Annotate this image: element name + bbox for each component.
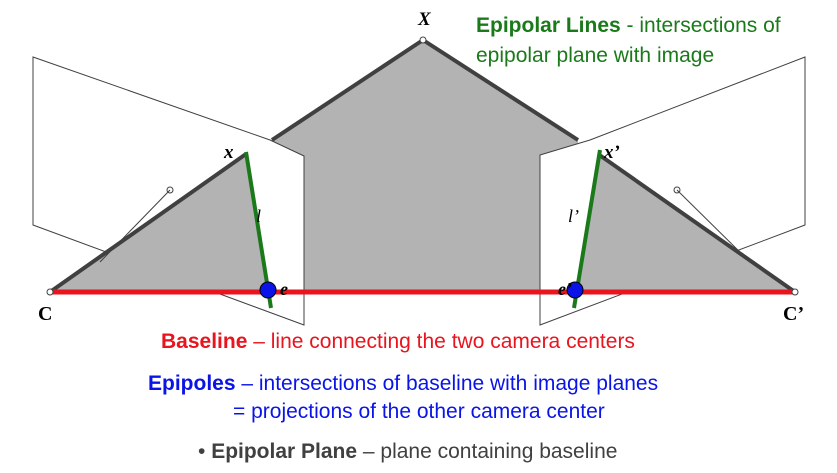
- label-l: l: [256, 206, 261, 226]
- epipole-right: [566, 281, 584, 299]
- caption-epipolar-plane-text: – plane containing baseline: [357, 440, 618, 463]
- caption-baseline-heading: Baseline: [161, 330, 248, 353]
- label-C: C: [38, 303, 52, 325]
- caption-epipoles: Epipoles – intersections of baseline wit…: [148, 373, 658, 394]
- caption-epipolar-plane-heading: Epipolar Plane: [211, 440, 358, 463]
- caption-epipolar-plane: • Epipolar Plane – plane containing base…: [198, 441, 617, 462]
- point-C-prime: [791, 288, 799, 296]
- ray-edge-right: [421, 38, 580, 142]
- caption-epipoles-second: = projections of the other camera center: [233, 401, 605, 422]
- label-X: X: [417, 9, 432, 30]
- epipolar-line-right: [572, 149, 602, 309]
- label-l-prime: l’: [568, 206, 579, 226]
- caption-epipoles-heading: Epipoles: [148, 372, 236, 395]
- left-axis-line: [99, 189, 171, 263]
- caption-epipolar-lines-second: epipolar plane with image: [476, 45, 714, 66]
- caption-epipolar-plane-bullet: •: [198, 440, 212, 463]
- label-e-prime: e’: [558, 279, 572, 299]
- point-C: [46, 288, 54, 296]
- caption-epipolar-lines-line1: - intersections of: [620, 14, 781, 37]
- caption-epipoles-line1: – intersections of baseline with image p…: [235, 372, 659, 395]
- label-e: e: [280, 279, 288, 299]
- right-ray-edge: [596, 152, 797, 294]
- point-X: [419, 36, 427, 44]
- caption-epipolar-lines: Epipolar Lines - intersections of: [476, 15, 781, 36]
- label-C-prime: C’: [783, 303, 804, 325]
- right-triangle: [575, 154, 795, 292]
- caption-baseline: Baseline – line connecting the two camer…: [161, 331, 635, 352]
- epipole-left: [259, 281, 277, 299]
- label-x-prime: x’: [603, 142, 620, 163]
- right-axis-line: [676, 189, 751, 263]
- caption-epipoles-line2: = projections of the other camera center: [233, 400, 605, 423]
- epipolar-plane-center: [272, 40, 578, 292]
- caption-baseline-text: – line connecting the two camera centers: [247, 330, 635, 353]
- label-x: x: [223, 142, 234, 163]
- caption-epipolar-lines-line2: epipolar plane with image: [476, 44, 715, 67]
- ray-edge-left: [270, 38, 425, 142]
- left-ray-edge: [48, 152, 248, 294]
- caption-epipolar-lines-heading: Epipolar Lines: [476, 14, 621, 37]
